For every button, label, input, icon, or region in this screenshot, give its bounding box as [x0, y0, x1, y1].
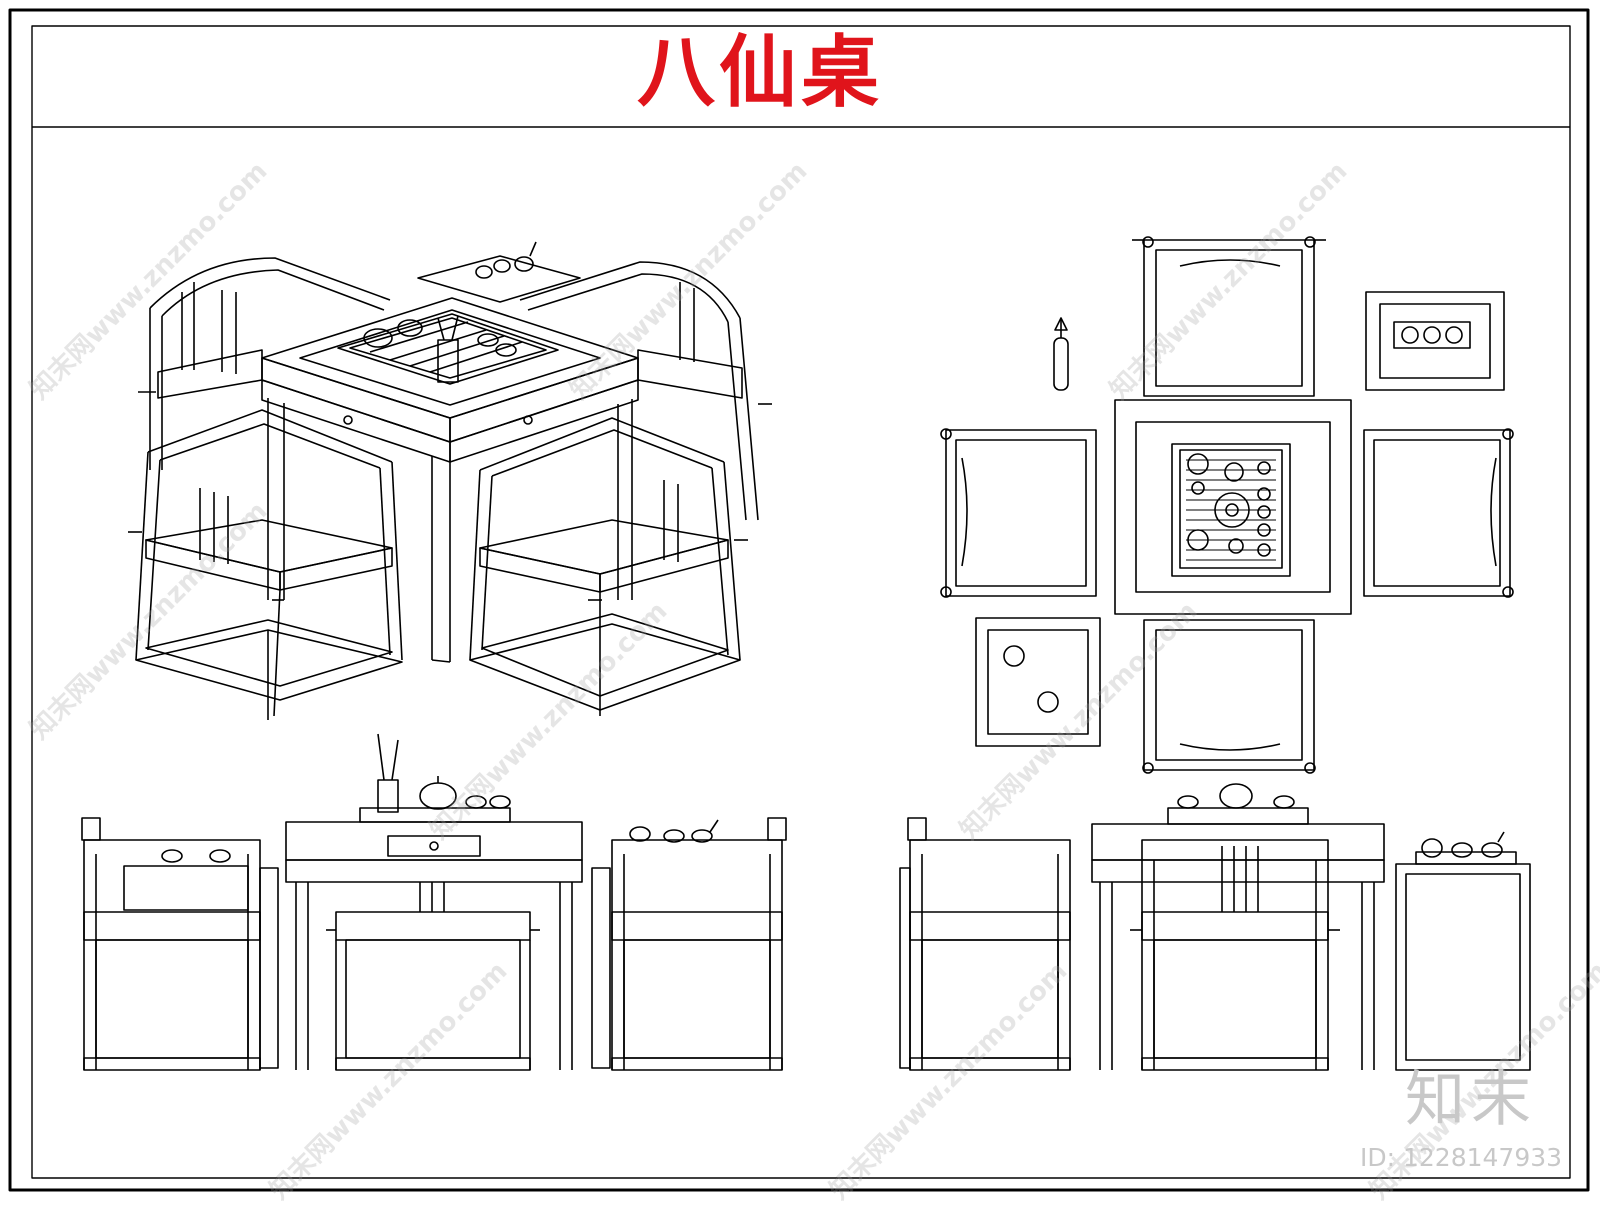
- side-chair-middle: [1130, 840, 1340, 1070]
- plan-chair-left: [946, 430, 1096, 596]
- front-chair-left: [82, 818, 278, 1070]
- watermark-id: ID: 1228147933: [1360, 1143, 1563, 1172]
- plan-chair-bottom: [1144, 620, 1314, 770]
- plan-tea-tool: [1054, 338, 1068, 390]
- plan-side-stand: [976, 618, 1100, 746]
- watermark-logo: 知末: [1405, 1065, 1537, 1135]
- plan-chair-right: [1364, 430, 1510, 596]
- outer-border: [10, 10, 1588, 1190]
- side-chair-left: [900, 818, 1070, 1070]
- iso-chair-back-left: [138, 258, 390, 470]
- plan-chair-top: [1144, 240, 1314, 396]
- iso-table-top: [262, 298, 638, 418]
- front-elevation: [82, 734, 786, 1070]
- front-table-top: [286, 822, 582, 860]
- side-tea-stand: [1396, 832, 1530, 1070]
- side-elevation: [900, 784, 1530, 1070]
- inner-border: [32, 26, 1570, 1178]
- front-chair-right: [592, 818, 786, 1070]
- iso-chair-back-right: [520, 262, 772, 520]
- drawing-title: 八仙桌: [636, 27, 883, 118]
- isometric-view: [128, 242, 772, 720]
- side-table-top: [1092, 824, 1384, 860]
- iso-chair-front-left: [128, 410, 402, 720]
- iso-chair-front-right: [470, 418, 748, 716]
- front-chair-middle: [326, 882, 540, 1070]
- plan-tea-stand: [1366, 292, 1504, 390]
- plan-view: [941, 237, 1513, 773]
- plan-table: [1115, 400, 1351, 614]
